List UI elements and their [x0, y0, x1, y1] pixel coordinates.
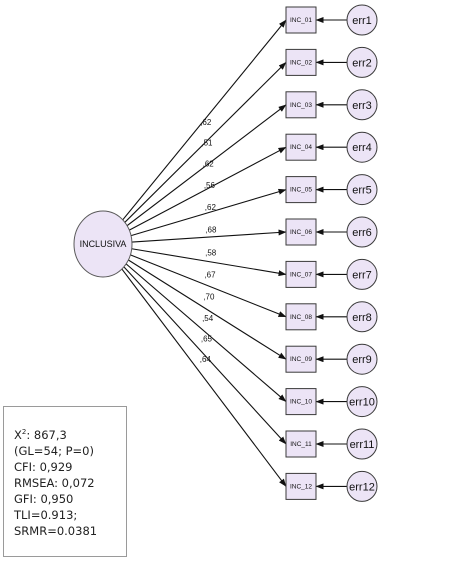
indicator-label-1: INC_01: [290, 17, 312, 24]
loading-label-1: ,62: [200, 118, 212, 127]
rmsea-line: RMSEA: 0,072: [14, 476, 95, 490]
loading-arrow-9: [128, 259, 287, 360]
indicator-box-9: [285, 345, 317, 373]
indicator-label-11: INC_11: [290, 441, 312, 448]
indicator-box-5: [285, 176, 317, 204]
chi-symbol: X: [14, 428, 22, 442]
error-label-7: err7: [352, 269, 372, 281]
indicator-label-2: INC_02: [290, 59, 312, 66]
indicator-box-2: [285, 48, 317, 76]
error-label-4: err4: [352, 142, 372, 154]
error-circle-12: [346, 470, 378, 502]
loading-arrow-3: [126, 104, 287, 227]
loading-label-6: ,68: [205, 226, 217, 235]
error-circle-11: [346, 428, 378, 460]
loading-arrow-4: [129, 146, 287, 231]
error-label-9: err9: [352, 354, 372, 366]
error-circle-3: [346, 89, 378, 121]
indicator-box-10: [285, 388, 317, 416]
latent-factor: [73, 210, 133, 278]
indicator-label-8: INC_08: [290, 314, 312, 321]
error-label-8: err8: [352, 312, 372, 324]
error-circle-6: [346, 216, 378, 248]
error-circle-7: [346, 258, 378, 290]
indicator-box-4: [285, 133, 317, 161]
loading-label-4: ,56: [204, 181, 216, 190]
error-circle-9: [346, 343, 378, 375]
indicator-label-7: INC_07: [290, 271, 312, 278]
error-label-3: err3: [352, 100, 372, 112]
indicator-label-9: INC_09: [290, 356, 312, 363]
latent-factor-label: INCLUSIVA: [80, 239, 127, 249]
loading-label-3: ,62: [203, 159, 215, 168]
error-label-6: err6: [352, 227, 372, 239]
indicator-label-10: INC_10: [290, 399, 312, 406]
error-circle-1: [346, 4, 378, 36]
loading-arrow-10: [125, 263, 287, 403]
loading-label-8: ,67: [204, 271, 216, 280]
indicator-label-4: INC_04: [290, 144, 312, 151]
loading-label-9: ,70: [203, 293, 215, 302]
chi-square-line: X2: 867,3: [14, 427, 126, 443]
loading-arrow-2: [124, 62, 287, 223]
loading-label-11: ,65: [201, 335, 213, 344]
loading-label-7: ,58: [205, 248, 217, 257]
chi-superscript: 2: [21, 428, 27, 437]
chi-value: : 867,3: [26, 428, 67, 442]
loading-arrow-1: [122, 19, 287, 221]
indicator-label-5: INC_05: [290, 187, 312, 194]
gl-line: (GL=54; P=0): [14, 444, 94, 458]
loading-paths: ,62 ,51 ,62 ,56 ,62 ,68 ,58 ,67 ,70 ,54 ,65 ,64: [121, 17, 347, 490]
indicator-box-1: [285, 6, 317, 34]
cfi-line: CFI: 0,929: [14, 460, 73, 474]
indicator-label-6: INC_06: [290, 229, 312, 236]
indicator-label-3: INC_03: [290, 102, 312, 109]
loading-arrow-11: [123, 266, 287, 445]
loading-arrow-6: [131, 229, 287, 243]
indicator-box-8: [285, 303, 317, 331]
error-label-5: err5: [352, 185, 372, 197]
indicator-box-12: [285, 472, 317, 500]
error-label-10: err10: [349, 397, 375, 409]
indicator-box-6: [285, 218, 317, 246]
loading-arrow-5: [130, 188, 287, 237]
error-circle-2: [346, 46, 378, 78]
error-circle-5: [346, 174, 378, 206]
fit-statistics-box: X2: 867,3 (GL=54; P=0) CFI: 0,929 RMSEA:…: [3, 406, 127, 557]
error-circle-8: [346, 301, 378, 333]
srmr-line: SRMR=0.0381: [14, 524, 98, 538]
indicator-box-3: [285, 91, 317, 119]
error-label-12: err12: [349, 481, 375, 493]
loading-arrow-7: [131, 248, 287, 277]
loading-arrow-12: [121, 268, 287, 487]
loading-label-12: ,64: [200, 355, 212, 364]
tli-line: TLI=0.913;: [14, 508, 78, 522]
error-label-1: err1: [352, 15, 372, 27]
error-label-2: err2: [352, 57, 372, 69]
loading-label-10: ,54: [202, 314, 214, 323]
indicator-box-7: [285, 260, 317, 288]
loading-arrow-8: [130, 254, 287, 318]
indicator-box-11: [285, 430, 317, 458]
error-circle-4: [346, 131, 378, 163]
error-label-11: err11: [350, 439, 375, 451]
error-circle-10: [346, 386, 378, 418]
indicator-label-12: INC_12: [290, 483, 312, 490]
loading-label-5: ,62: [205, 203, 217, 212]
loading-label-2: ,51: [201, 138, 213, 147]
gfi-line: GFI: 0,950: [14, 492, 74, 506]
